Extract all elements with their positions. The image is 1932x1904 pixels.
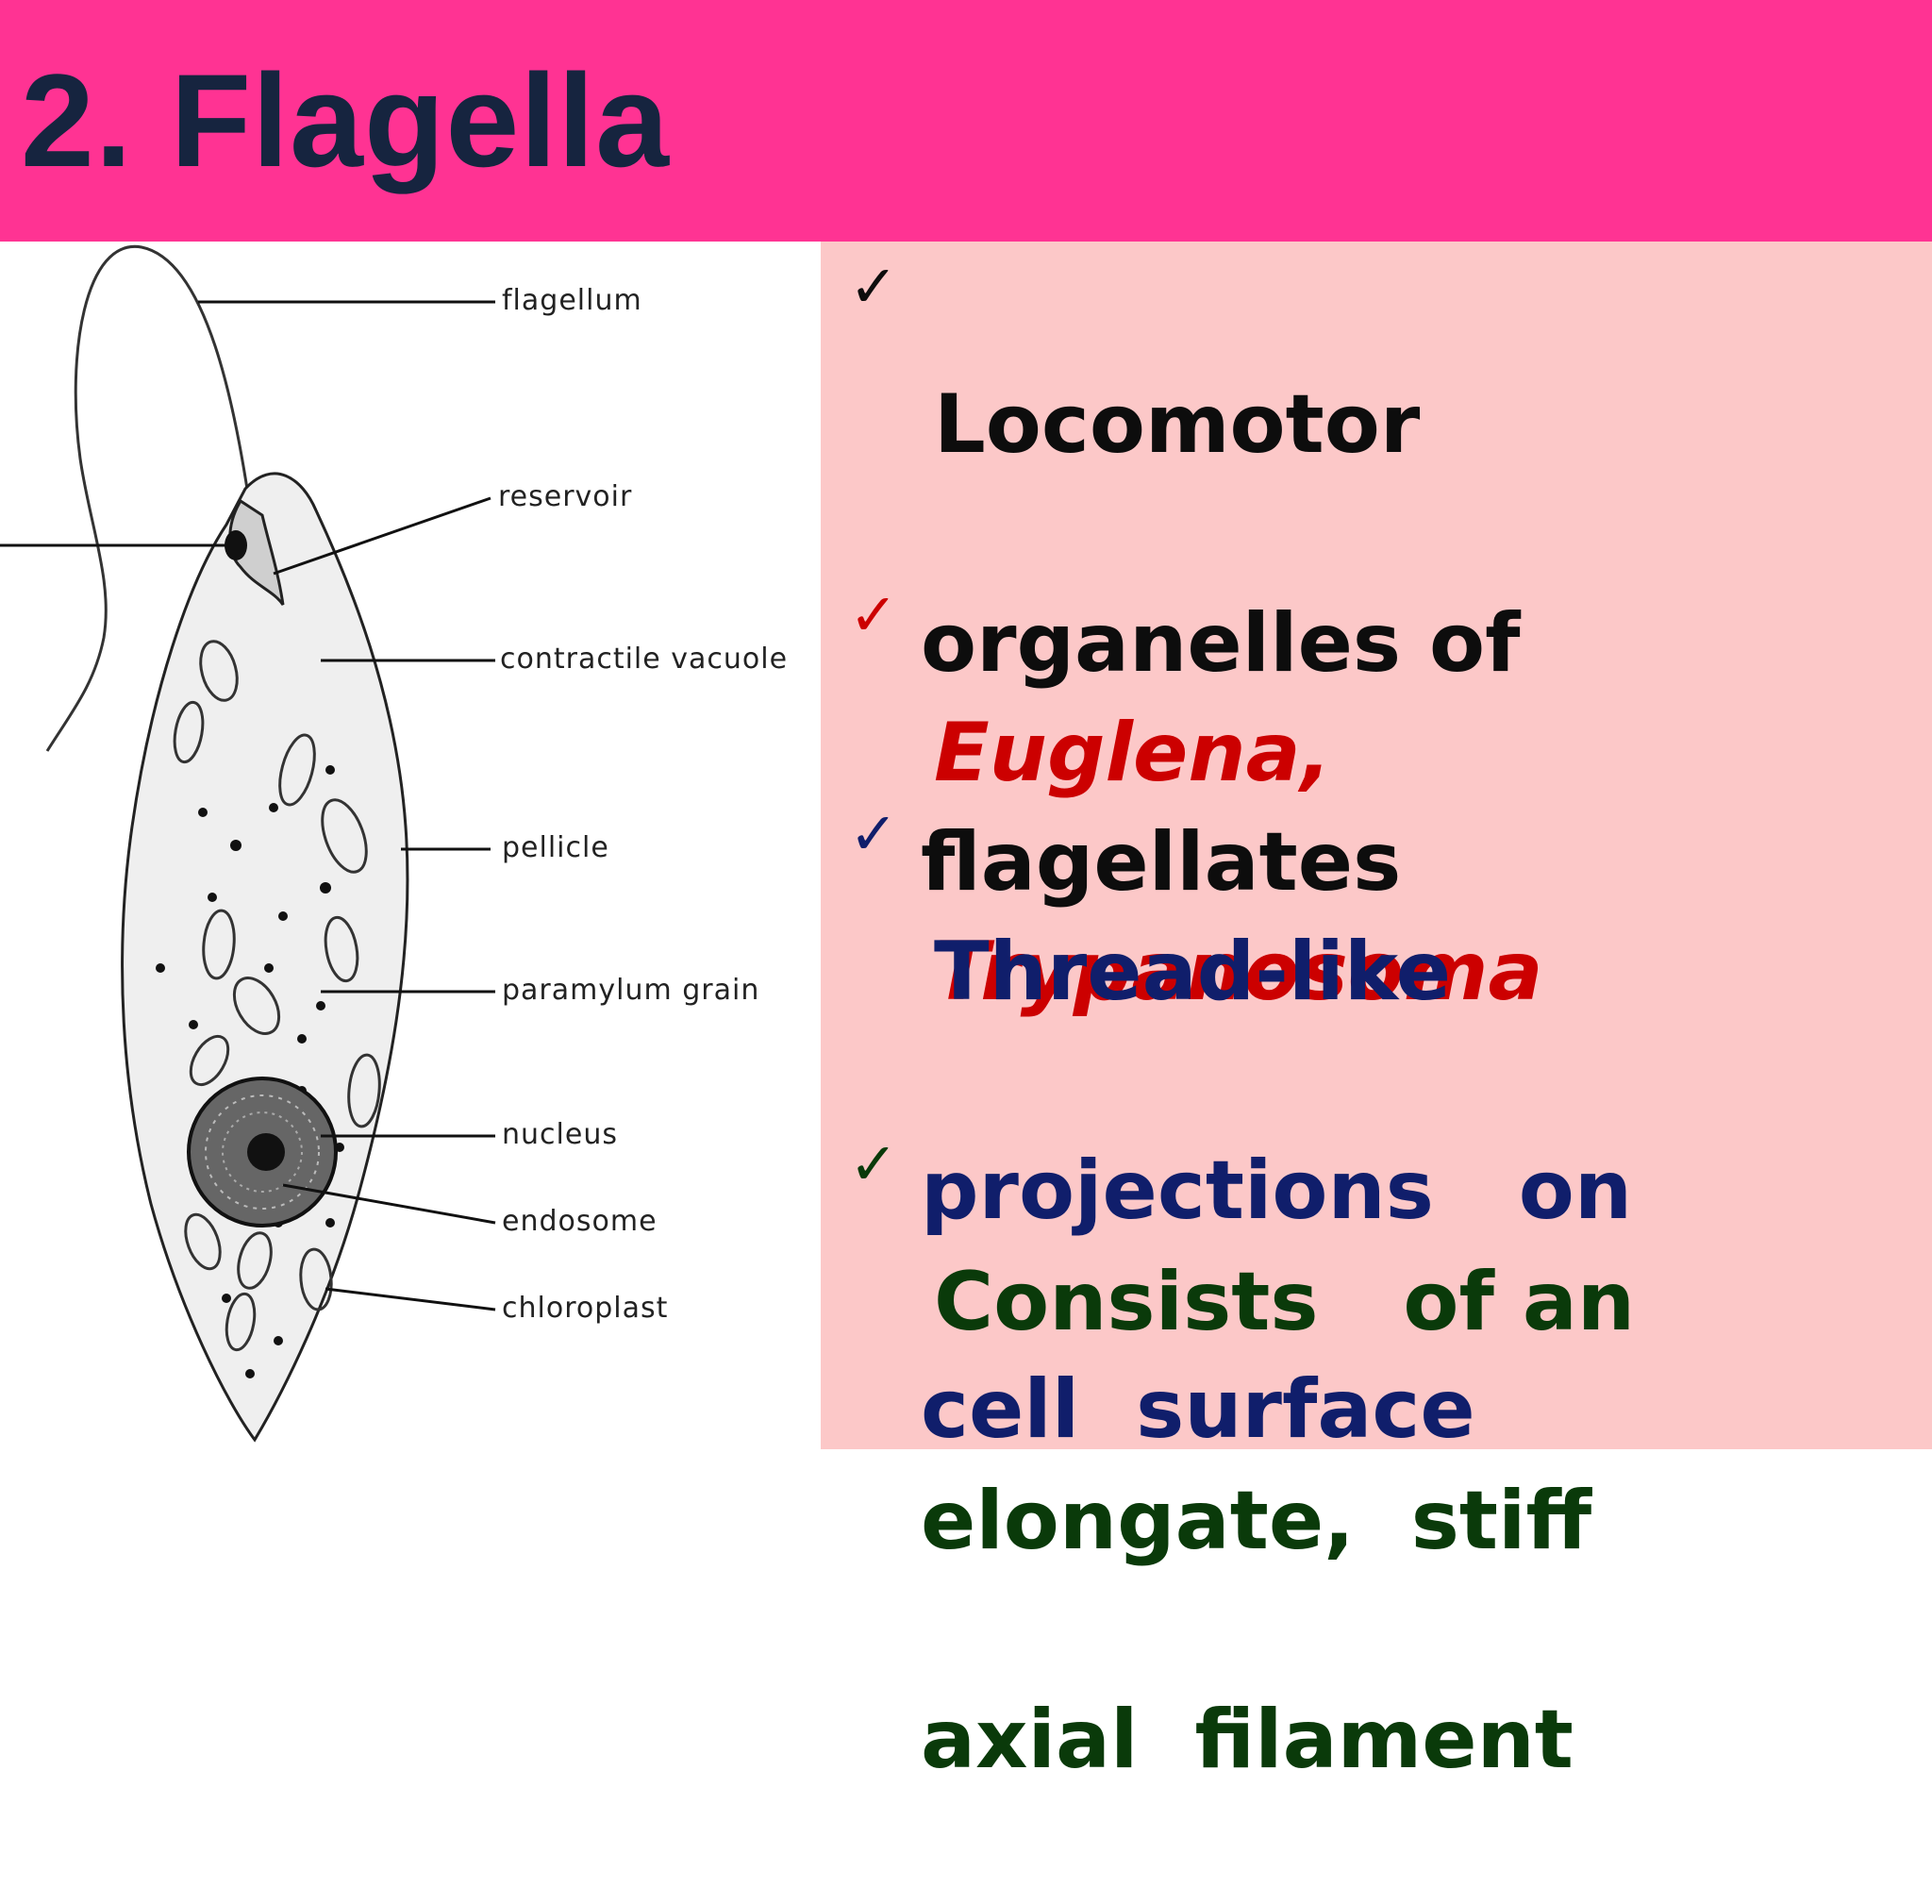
bullet-line: Euglena, <box>934 698 1915 808</box>
label-reservoir: reservoir <box>498 480 632 513</box>
label-paramylum-grain: paramylum grain <box>502 974 759 1007</box>
bullet-line: axial filament <box>921 1685 1915 1795</box>
label-pellicle: pellicle <box>502 831 609 864</box>
label-endosome: endosome <box>502 1205 658 1238</box>
slide-title: 2. Flagella <box>21 45 670 196</box>
title-bar: 2. Flagella <box>0 0 1932 242</box>
bullet-line: elongate, stiff <box>921 1466 1915 1576</box>
label-chloroplast: chloroplast <box>502 1292 668 1325</box>
endosome-shape <box>247 1133 285 1171</box>
euglena-illustration: flagellum reservoir contractile vacuole … <box>0 242 821 1449</box>
bullet-text: Consists of an elongate, stiff axial fil… <box>849 1138 1915 1904</box>
label-nucleus: nucleus <box>502 1118 618 1151</box>
euglena-diagram: flagellum reservoir contractile vacuole … <box>0 242 821 1449</box>
checkmark-icon: ✓ <box>849 796 898 872</box>
label-contractile-vacuole: contractile vacuole <box>500 643 788 676</box>
checkmark-icon: ✓ <box>849 577 898 653</box>
label-flagellum: flagellum <box>502 284 642 317</box>
bullet-consists: ✓ Consists of an elongate, stiff axial f… <box>849 1138 1915 1904</box>
bullet-line: Thread-like <box>934 917 1915 1027</box>
checkmark-icon: ✓ <box>849 249 898 325</box>
text-panel: ✓ Locomotor organelles of flagellates ✓ … <box>821 242 1932 1449</box>
bullet-line: Consists of an <box>934 1247 1915 1357</box>
bullet-line: Locomotor <box>934 370 1915 479</box>
checkmark-icon: ✓ <box>849 1127 898 1202</box>
